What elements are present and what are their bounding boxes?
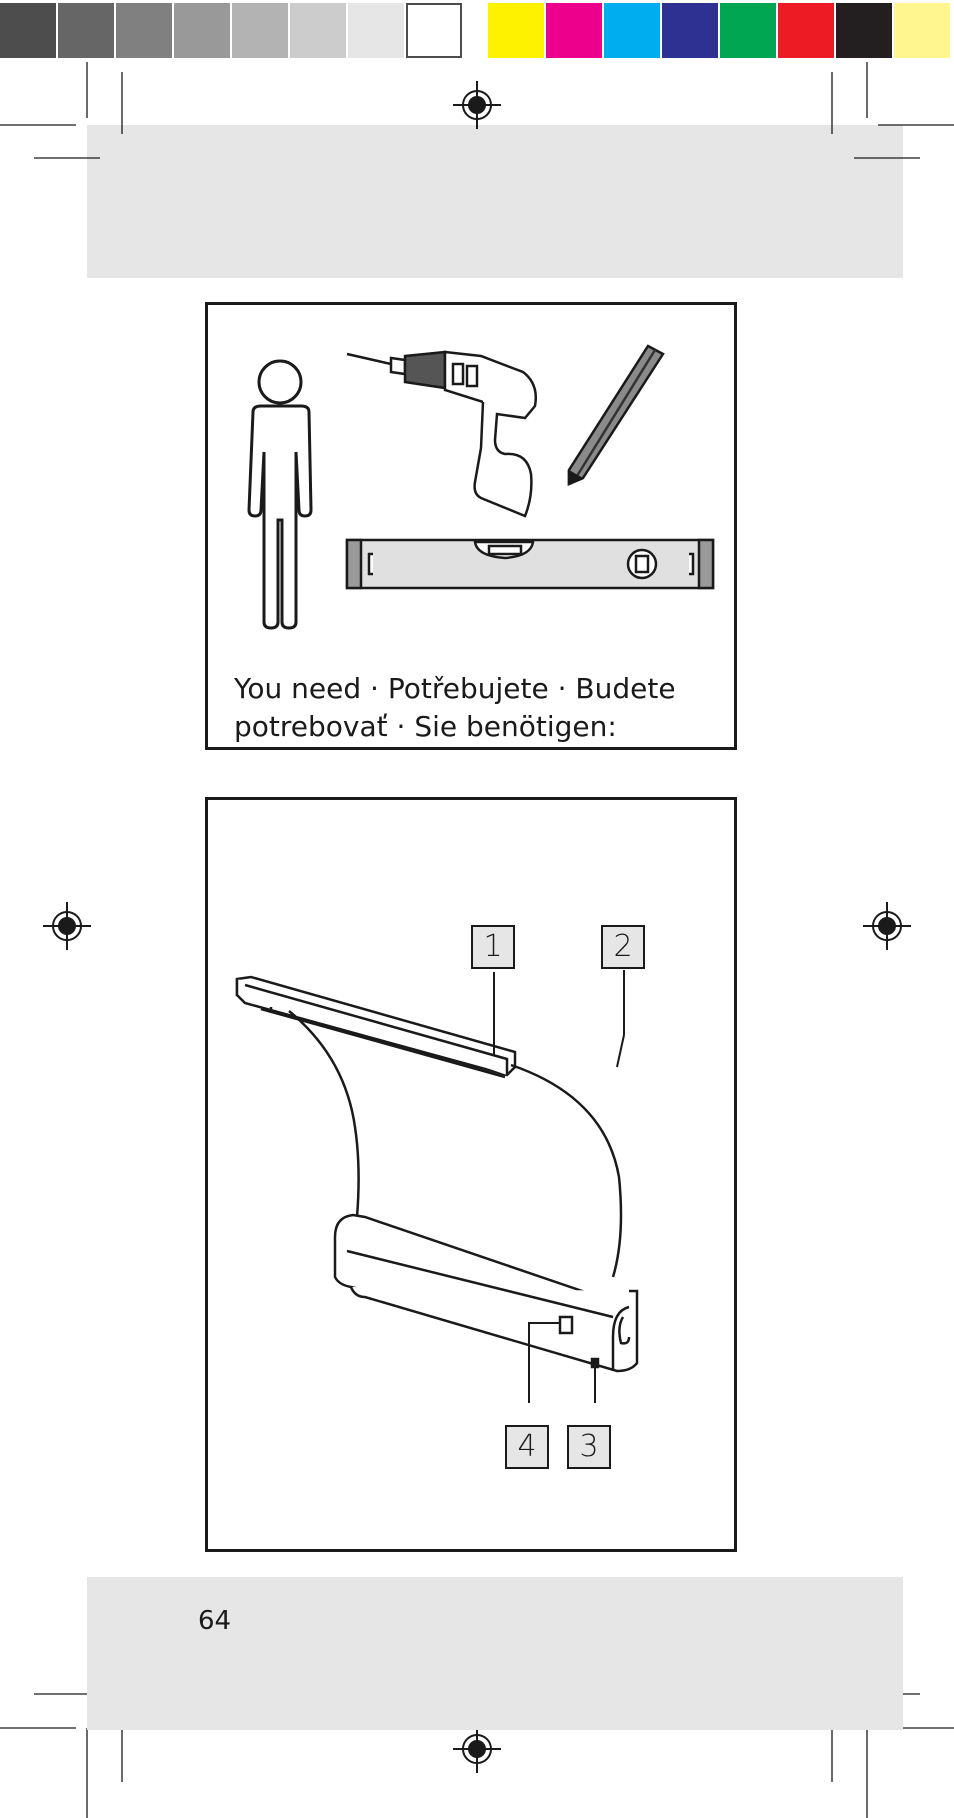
connecting-cable <box>288 1010 623 1278</box>
color-swatch <box>720 3 776 58</box>
light-bar-upper <box>235 975 517 1079</box>
person-icon <box>247 359 313 630</box>
color-swatch <box>348 3 404 58</box>
color-swatch <box>662 3 718 58</box>
color-swatch <box>778 3 834 58</box>
product-illustration <box>235 970 639 1403</box>
color-swatch <box>546 3 602 58</box>
color-swatch <box>894 3 950 58</box>
color-swatch <box>604 3 660 58</box>
page-number: 64 <box>198 1606 232 1636</box>
color-calibration-bar <box>0 0 954 62</box>
registration-mark-left <box>43 902 91 950</box>
callout-2: 2 <box>601 925 645 969</box>
spirit-level-icon <box>345 538 715 590</box>
header-band <box>87 125 903 278</box>
registration-mark-right <box>863 902 911 950</box>
power-switch <box>558 1315 574 1335</box>
color-swatch <box>836 3 892 58</box>
registration-mark-top <box>453 81 501 129</box>
callout-4: 4 <box>505 1425 549 1469</box>
tools-caption-line-1: You need · Potřebujete · Budete <box>234 672 676 705</box>
color-swatch <box>174 3 230 58</box>
tools-illustration <box>247 344 715 630</box>
color-swatch <box>406 3 462 58</box>
color-swatch <box>0 3 56 58</box>
tools-caption-line-2: potrebovať · Sie benötigen: <box>234 710 617 743</box>
registration-mark-bottom <box>453 1725 501 1773</box>
color-swatch <box>488 3 544 58</box>
pencil-icon <box>567 344 665 486</box>
callout-3: 3 <box>567 1425 611 1469</box>
callout-1: 1 <box>471 925 515 969</box>
color-swatch <box>116 3 172 58</box>
color-swatch <box>58 3 114 58</box>
color-swatch <box>232 3 288 58</box>
product-panel: 1 2 3 4 <box>205 797 737 1552</box>
footer-band <box>87 1577 903 1730</box>
tools-panel: You need · Potřebujete · Budete potrebov… <box>205 302 737 750</box>
tools-caption: You need · Potřebujete · Budete potrebov… <box>234 670 714 746</box>
light-bar-lower <box>333 1213 639 1373</box>
color-swatch <box>290 3 346 58</box>
drill-icon <box>346 350 537 518</box>
